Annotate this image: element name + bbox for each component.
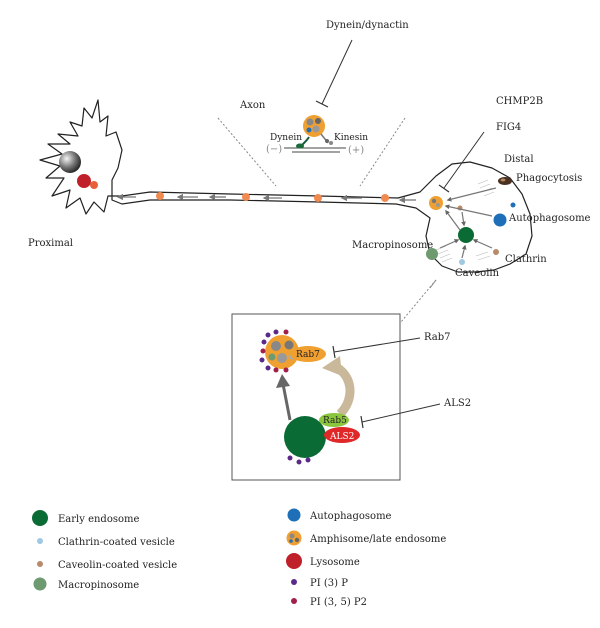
label-caveolin: Caveolin bbox=[455, 268, 500, 279]
als2-inhibition bbox=[361, 403, 441, 423]
legend-label-clathrin-vesicle: Clathrin-coated vesicle bbox=[58, 537, 175, 548]
legend-label-amphisome: Amphisome/late endosome bbox=[309, 534, 446, 545]
label-als2-tag: ALS2 bbox=[329, 432, 354, 442]
label-distal: Distal bbox=[504, 154, 534, 165]
detail-inset-box bbox=[231, 313, 401, 481]
label-rab7-tag: Rab7 bbox=[296, 350, 320, 360]
late-endosome-complex bbox=[259, 329, 299, 373]
early-endosome-icon bbox=[32, 510, 48, 526]
label-autophagosome: Autophagosome bbox=[508, 213, 591, 224]
growth-cone-zoom-guide bbox=[395, 279, 437, 329]
growth-cone-organelles bbox=[426, 177, 516, 265]
label-rab7-callout: Rab7 bbox=[424, 332, 450, 343]
legend-label-pi3p: PI (3) P bbox=[310, 578, 348, 589]
legend-label-caveolin-vesicle: Caveolin-coated vesicle bbox=[58, 560, 177, 571]
soma-lysosome bbox=[77, 174, 91, 188]
amphisome-icon bbox=[286, 530, 302, 546]
soma-cargo-vesicle bbox=[90, 181, 98, 189]
axon-zoom-guide-left bbox=[217, 117, 277, 187]
dynein-dynactin-inhibition bbox=[321, 39, 353, 105]
rab7-inhibition bbox=[333, 337, 421, 353]
label-macropinosome: Macropinosome bbox=[352, 240, 433, 251]
label-plus-end: (+) bbox=[348, 145, 364, 156]
label-als2-callout: ALS2 bbox=[443, 398, 471, 409]
als2-tag bbox=[324, 427, 360, 443]
axon-retrograde-transport bbox=[116, 192, 416, 204]
rab5-tag bbox=[319, 413, 349, 427]
caveolin-vesicle-icon bbox=[37, 561, 43, 567]
autophagosome-icon bbox=[287, 508, 301, 522]
label-minus-end: (−) bbox=[266, 144, 282, 155]
legend-label-early-endosome: Early endosome bbox=[58, 514, 139, 525]
legend: Early endosome Clathrin-coated vesicle C… bbox=[32, 508, 446, 608]
legend-label-autophagosome: Autophagosome bbox=[309, 511, 392, 522]
chmp2b-fig4-inhibition bbox=[443, 131, 485, 189]
motor-protein-inset bbox=[284, 115, 346, 153]
label-dynein: Dynein bbox=[270, 133, 302, 143]
nucleus-sphere bbox=[59, 151, 81, 173]
label-axon: Axon bbox=[239, 100, 266, 111]
macropinosome-icon bbox=[33, 577, 47, 591]
label-chmp2b: CHMP2B bbox=[496, 96, 543, 107]
label-phagocytosis: Phagocytosis bbox=[516, 173, 582, 184]
rab7-tag bbox=[290, 346, 326, 362]
label-proximal: Proximal bbox=[28, 238, 73, 249]
label-clathrin: Clathrin bbox=[505, 254, 547, 265]
transport-arrow bbox=[281, 383, 292, 421]
legend-label-pi35p2: PI (3, 5) P2 bbox=[310, 597, 367, 608]
clathrin-vesicle-icon bbox=[37, 538, 43, 544]
label-fig4: FIG4 bbox=[496, 122, 521, 133]
label-dynein-dynactin: Dynein/dynactin bbox=[326, 20, 409, 31]
lysosome-icon bbox=[286, 553, 302, 569]
label-kinesin: Kinesin bbox=[334, 133, 368, 143]
early-endosome-large bbox=[284, 416, 326, 458]
pi35p2-icon bbox=[291, 598, 297, 604]
axon-zoom-guide-right bbox=[359, 117, 406, 187]
label-rab5-tag: Rab5 bbox=[323, 416, 347, 426]
pi3p-dots bbox=[287, 455, 311, 465]
legend-label-macropinosome: Macropinosome bbox=[58, 580, 139, 591]
legend-label-lysosome: Lysosome bbox=[310, 557, 360, 568]
neuron-cell-outline bbox=[39, 99, 533, 273]
pi3p-icon bbox=[291, 579, 297, 585]
